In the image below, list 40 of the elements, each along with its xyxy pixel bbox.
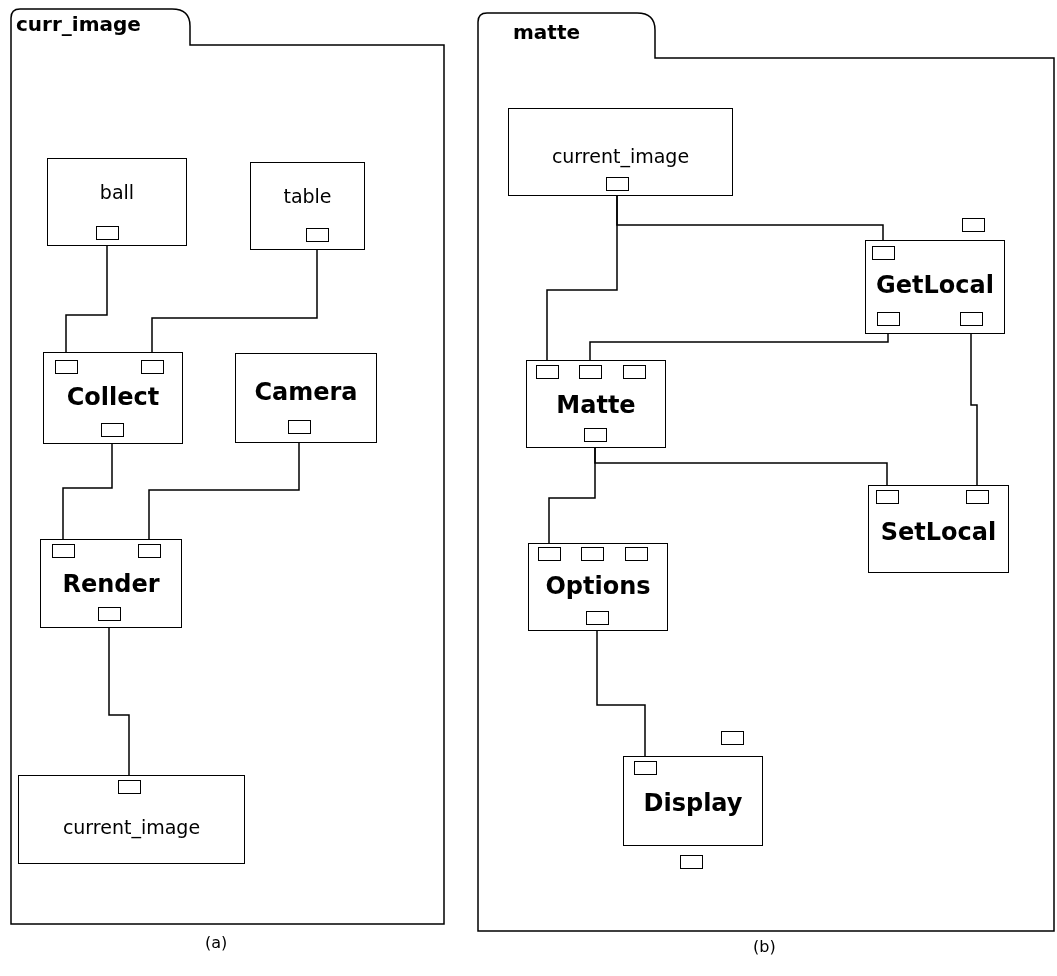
module-box xyxy=(18,775,245,864)
connector-line xyxy=(65,245,108,353)
module-label: current_image xyxy=(61,816,202,838)
module-box xyxy=(43,352,183,444)
subfigure-label: (a) xyxy=(205,933,228,952)
module-label: Options xyxy=(544,572,652,600)
connector-line xyxy=(151,249,318,353)
connector-line xyxy=(970,333,978,486)
panel-title: curr_image xyxy=(16,12,141,36)
module-box xyxy=(40,539,182,628)
module-label: SetLocal xyxy=(879,518,998,546)
connector-line xyxy=(62,443,113,540)
connector-line xyxy=(596,630,646,757)
panel-title: matte xyxy=(513,20,581,44)
module-label: table xyxy=(282,185,333,207)
module-label: Display xyxy=(642,789,744,817)
module-box xyxy=(250,162,365,250)
module-box xyxy=(623,756,763,846)
module-label: Matte xyxy=(555,391,637,419)
module-label: Render xyxy=(61,570,161,598)
module-box xyxy=(865,240,1005,334)
connector-line xyxy=(616,195,884,241)
module-label: Collect xyxy=(65,383,161,411)
module-box xyxy=(235,353,377,443)
package-panel xyxy=(10,8,445,925)
connector-line xyxy=(148,442,300,540)
module-label: GetLocal xyxy=(875,271,995,299)
module-label: current_image xyxy=(550,145,691,167)
module-box xyxy=(868,485,1009,573)
connector-line xyxy=(108,627,130,776)
subfigure-label: (b) xyxy=(753,937,776,956)
module-box xyxy=(528,543,668,631)
connector-line xyxy=(589,333,889,361)
package-panel xyxy=(477,12,1055,932)
module-label: ball xyxy=(98,181,136,203)
module-box xyxy=(47,158,187,246)
module-label: Camera xyxy=(253,378,359,406)
module-box xyxy=(508,108,733,196)
connector-line xyxy=(548,447,596,544)
module-box xyxy=(526,360,666,448)
